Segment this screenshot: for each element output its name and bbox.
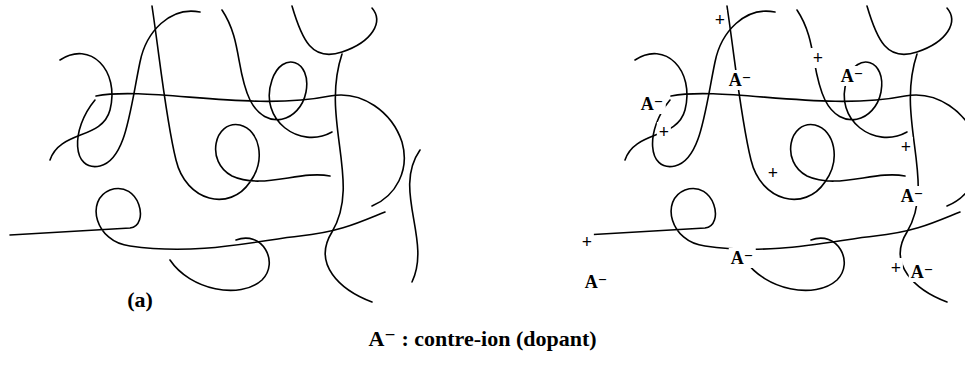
charge-label: + bbox=[657, 122, 671, 142]
charge-label: A⁻ bbox=[583, 272, 610, 292]
charge-label: + bbox=[580, 232, 594, 252]
charge-label: + bbox=[713, 10, 727, 30]
charge-label: A⁻ bbox=[899, 186, 926, 206]
charge-label: + bbox=[766, 163, 780, 183]
charge-label: A⁻ bbox=[727, 70, 754, 90]
charge-label: + bbox=[811, 48, 825, 68]
caption: A⁻ : contre-ion (dopant) bbox=[0, 326, 965, 352]
charge-label: A⁻ bbox=[639, 94, 666, 114]
charge-label: A⁻ bbox=[909, 262, 936, 282]
charge-label: A⁻ bbox=[839, 66, 866, 86]
panel-label: (a) bbox=[125, 288, 155, 312]
charge-label: + bbox=[899, 137, 913, 157]
charge-label: + bbox=[889, 258, 903, 278]
charge-label: A⁻ bbox=[729, 248, 756, 268]
